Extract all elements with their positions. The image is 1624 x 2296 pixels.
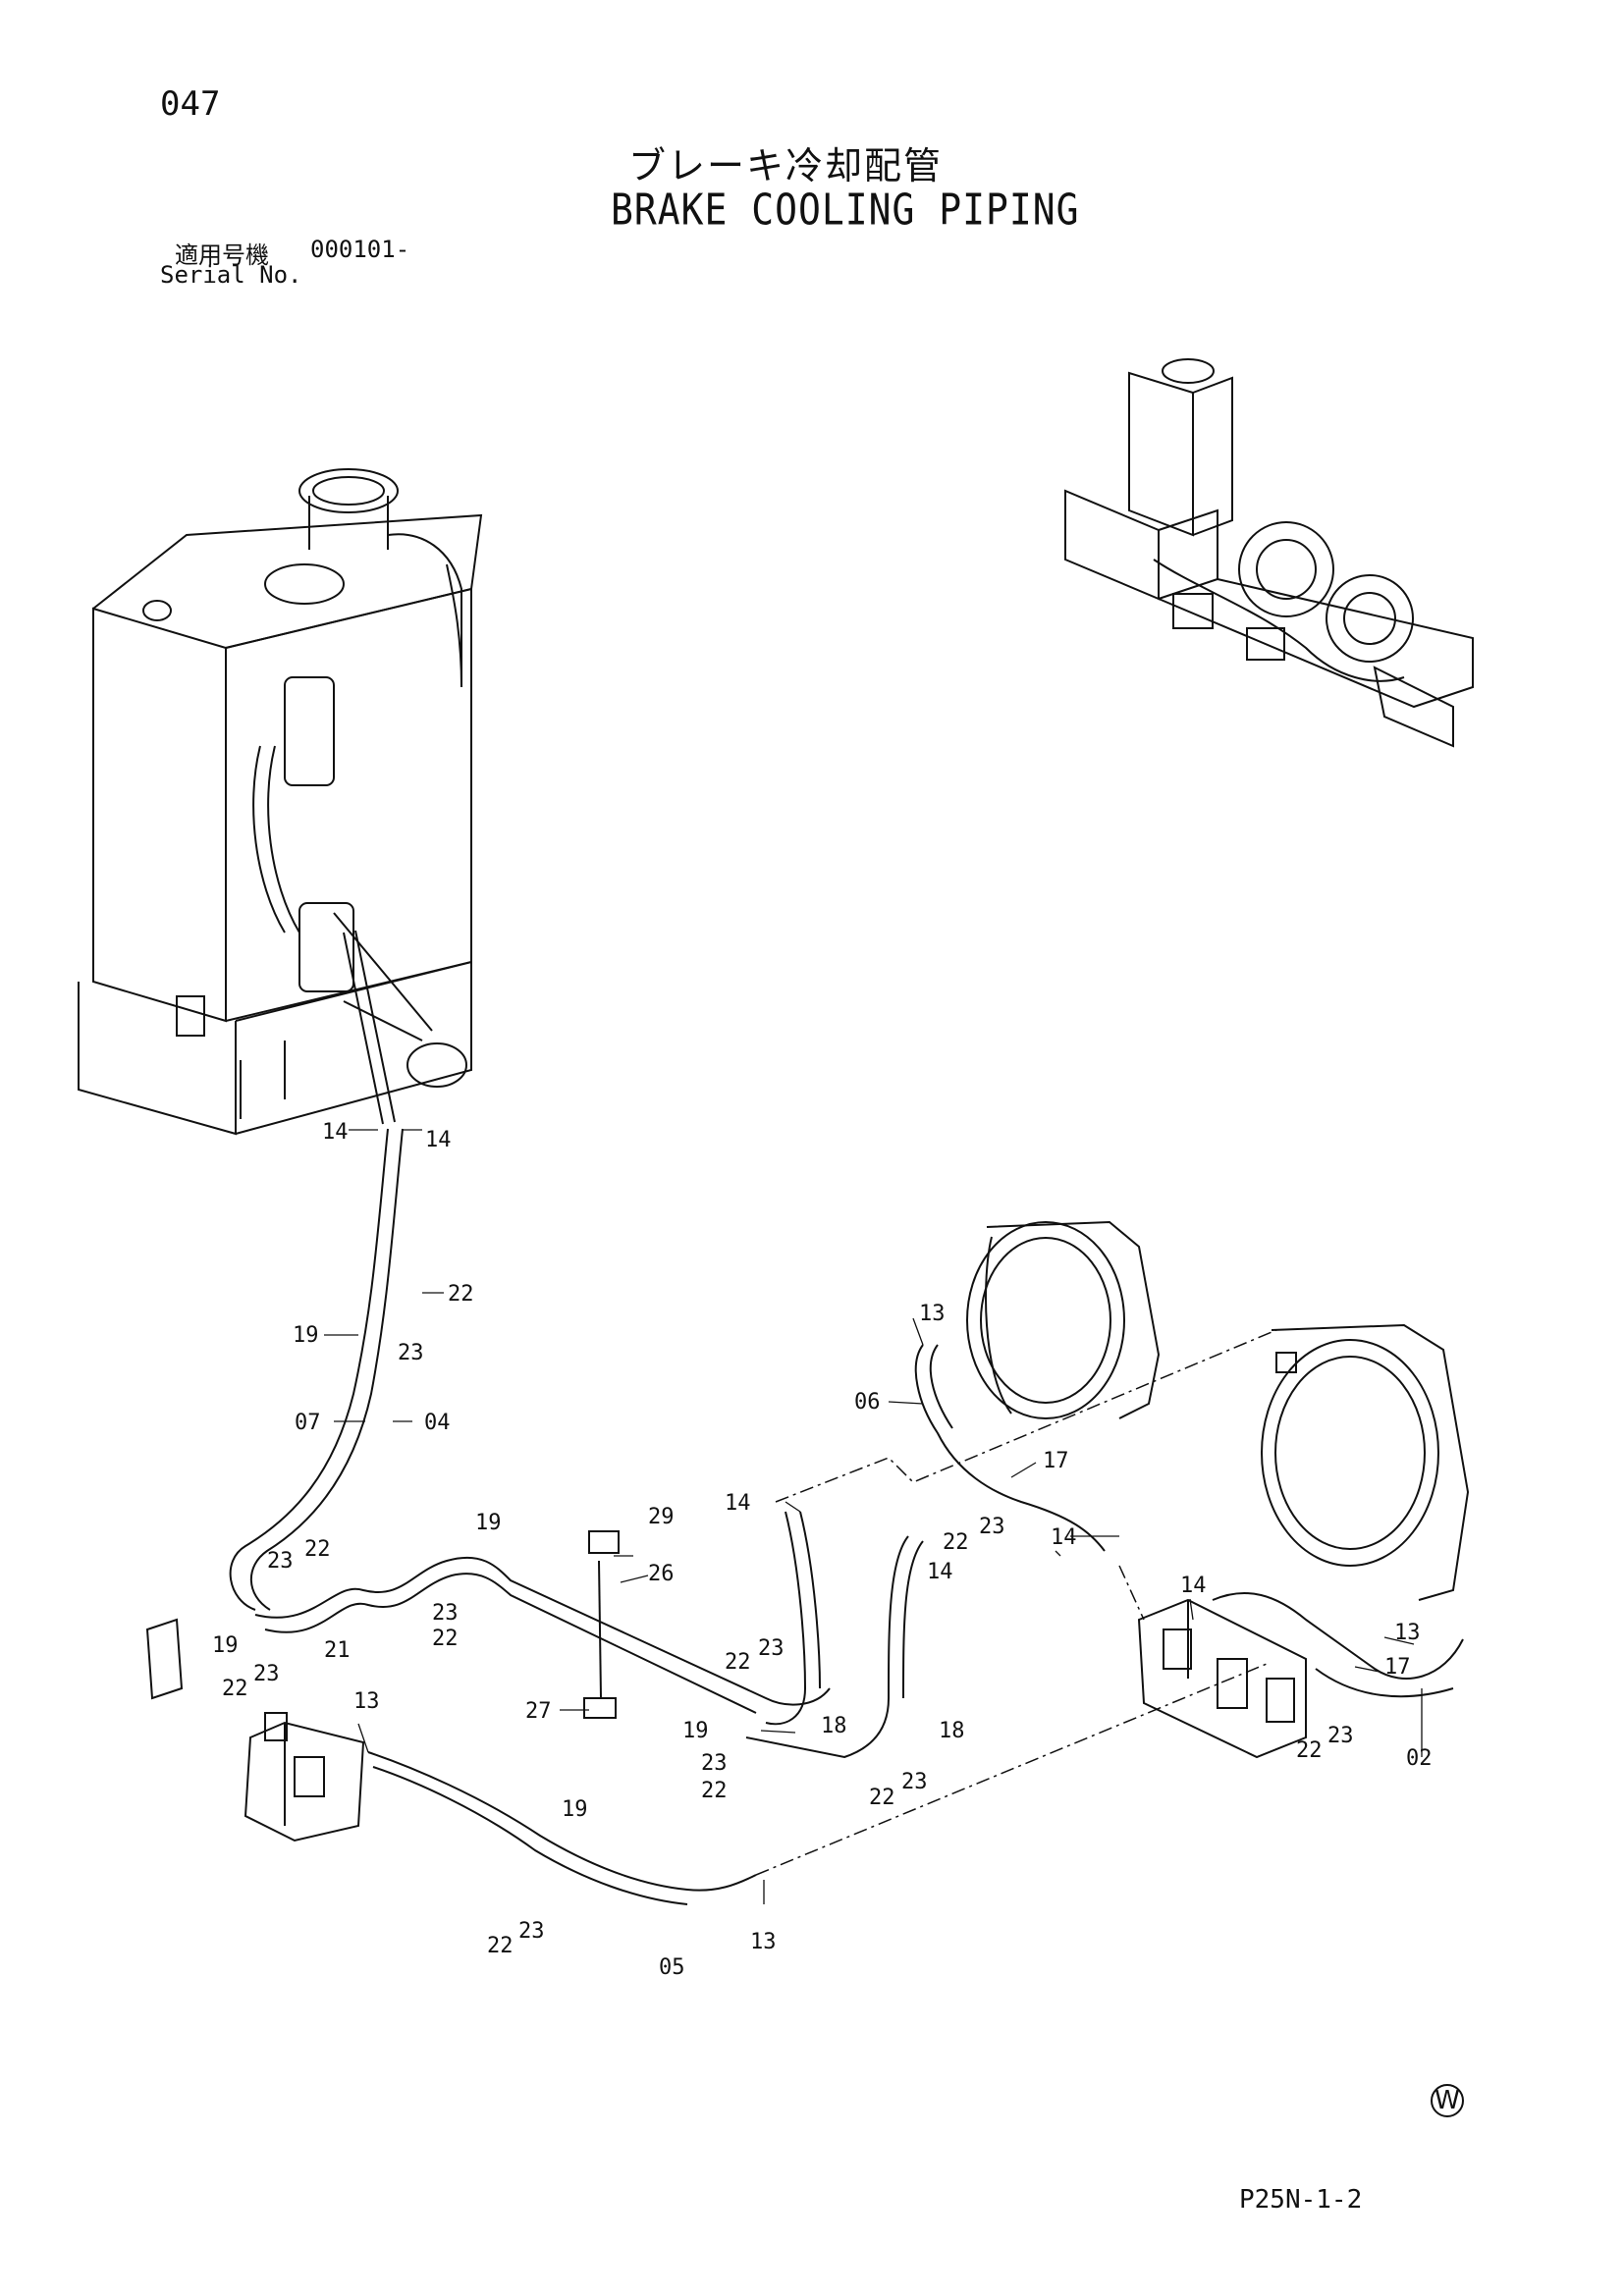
callout-14-d: 14 <box>927 1560 953 1584</box>
hose-05 <box>367 1751 757 1892</box>
callout-05: 05 <box>659 1955 685 1980</box>
callout-23-a: 23 <box>398 1341 424 1365</box>
callout-19-d: 19 <box>682 1719 709 1743</box>
callout-22-c: 22 <box>432 1627 459 1651</box>
brake-drum-upper <box>966 1220 1161 1419</box>
callout-06: 06 <box>854 1390 881 1415</box>
callout-14-f: 14 <box>1180 1574 1207 1598</box>
callout-22-g: 22 <box>701 1779 728 1803</box>
title-japanese: ブレーキ冷却配管 <box>628 144 944 187</box>
callout-14-e: 14 <box>1051 1525 1077 1550</box>
callout-22-h: 22 <box>869 1786 895 1810</box>
callout-23-d: 23 <box>267 1549 294 1574</box>
callout-23-e: 23 <box>253 1662 280 1686</box>
callout-22-i: 22 <box>1296 1738 1323 1763</box>
callout-13-d: 13 <box>750 1930 777 1954</box>
callout-22-b: 22 <box>943 1530 969 1555</box>
hose-06 <box>914 1344 1106 1552</box>
callout-13-a: 13 <box>919 1302 946 1326</box>
brake-drum-lower <box>1261 1323 1470 1601</box>
callout-18-a: 18 <box>821 1714 847 1738</box>
serial-label-english: Serial No. <box>160 261 302 289</box>
hose-14-left <box>765 1511 807 1726</box>
callout-13-b: 13 <box>353 1689 380 1714</box>
hose-02 <box>1212 1592 1464 1680</box>
hydraulic-tank-illustration <box>78 468 483 1136</box>
callout-14-b: 14 <box>425 1128 452 1152</box>
callout-14-c: 14 <box>725 1491 751 1516</box>
hose-21 <box>254 1556 831 1706</box>
callout-19-b: 19 <box>475 1511 502 1535</box>
callout-23-c: 23 <box>432 1601 459 1626</box>
callout-23-h: 23 <box>901 1770 928 1794</box>
sheet-code: P25N-1-2 <box>1239 2185 1363 2215</box>
callout-22-a: 22 <box>448 1282 474 1307</box>
callout-07: 07 <box>295 1411 321 1435</box>
callout-13-c: 13 <box>1394 1621 1421 1645</box>
title-english: BRAKE COOLING PIPING <box>611 185 1080 235</box>
callout-26: 26 <box>648 1562 675 1586</box>
callout-19-a: 19 <box>293 1323 319 1348</box>
callout-19-e: 19 <box>562 1797 588 1822</box>
callout-22-j: 22 <box>487 1934 514 1958</box>
hose-04 <box>249 1128 404 1611</box>
page-number: 047 <box>160 84 221 124</box>
callout-18-b: 18 <box>939 1719 965 1743</box>
valve-block-right <box>1137 1598 1307 1759</box>
callout-22-d: 22 <box>304 1537 331 1562</box>
callout-22-f: 22 <box>725 1650 751 1675</box>
callout-17-a: 17 <box>1043 1449 1069 1473</box>
machine-overview-illustration <box>1064 358 1474 748</box>
callout-19-c: 19 <box>212 1633 239 1658</box>
callout-23-g: 23 <box>701 1751 728 1776</box>
callout-22-e: 22 <box>222 1677 248 1701</box>
callout-21: 21 <box>324 1638 351 1663</box>
callout-23-b: 23 <box>979 1515 1005 1539</box>
hose-07 <box>229 1128 389 1611</box>
serial-value: 000101- <box>310 236 410 263</box>
callout-23-i: 23 <box>1327 1724 1354 1748</box>
callout-23-f: 23 <box>758 1636 785 1661</box>
callout-17-b: 17 <box>1384 1655 1411 1680</box>
watermark-symbol: W <box>1431 2084 1464 2117</box>
callout-27: 27 <box>525 1699 552 1724</box>
callout-02: 02 <box>1406 1746 1433 1771</box>
hose-18-right <box>745 1535 909 1759</box>
serial-label-japanese: 適用号機 <box>175 241 269 269</box>
control-valve-left <box>244 1712 365 1842</box>
callout-23-j: 23 <box>518 1919 545 1944</box>
callout-14-a: 14 <box>322 1120 349 1145</box>
callout-04: 04 <box>424 1411 451 1435</box>
callout-29: 29 <box>648 1505 675 1529</box>
